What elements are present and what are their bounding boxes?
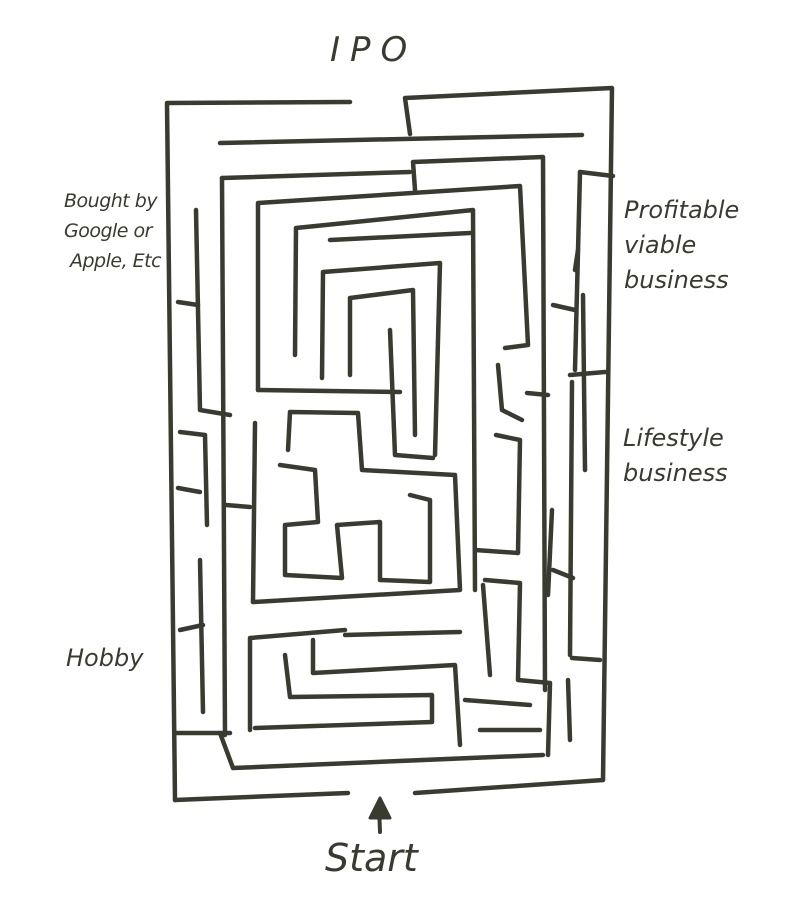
maze-wall (572, 247, 581, 273)
start-arrow-head (368, 796, 392, 820)
maze-wall (310, 637, 463, 748)
lifestyle-line-1: Lifestyle (623, 424, 724, 452)
maze-wall (175, 485, 203, 495)
maze-wall (567, 379, 575, 658)
maze-wall (472, 432, 523, 556)
maze-wall (255, 183, 531, 393)
maze-wall (175, 299, 201, 308)
maze-wall (219, 169, 413, 181)
maze-wall (219, 175, 228, 738)
bought-by-line-2: Google or (64, 220, 152, 242)
maze-wall (524, 390, 551, 398)
maze-wall (387, 327, 436, 461)
profitable-business-label: Profitable viable business (624, 193, 739, 298)
bought-by-line-3: Apple, Etc (70, 250, 162, 272)
bought-by-line-1: Bought by (64, 190, 158, 212)
maze-outer-top-right-wall (402, 85, 615, 783)
maze-wall (565, 677, 573, 743)
maze-wall (277, 462, 433, 585)
maze-wall (410, 154, 548, 693)
maze-wall (342, 629, 463, 638)
maze-wall (217, 132, 585, 146)
maze-wall (495, 362, 525, 423)
maze-outer-bottom-left-wall (172, 790, 351, 803)
bought-by-label: Bought by Google or Apple, Etc (64, 186, 162, 276)
maze-wall (327, 230, 473, 243)
maze-wall (247, 627, 348, 733)
lifestyle-business-label: Lifestyle business (623, 421, 728, 491)
maze-wall (177, 429, 210, 528)
maze-wall (572, 169, 583, 373)
ipo-label: IPO (330, 30, 418, 70)
maze-wall (250, 420, 258, 605)
maze-wall (569, 655, 603, 663)
hobby-label: Hobby (66, 644, 144, 672)
maze-outer-top-left-wall (164, 99, 353, 803)
maze-wall (567, 369, 608, 378)
maze-wall (545, 507, 555, 598)
maze-wall (577, 169, 616, 179)
maze-wall (217, 730, 546, 771)
maze-wall (480, 582, 493, 678)
maze-wall (252, 652, 435, 731)
maze-wall (223, 502, 253, 510)
maze-wall (292, 207, 478, 593)
maze-wall (255, 387, 403, 395)
maze-wall (580, 292, 588, 473)
maze-wall (197, 557, 206, 715)
maze-wall (482, 577, 553, 758)
maze-wall (550, 302, 578, 313)
maze-wall (319, 260, 443, 458)
lifestyle-line-2: business (623, 459, 728, 487)
maze-outer-bottom-right-wall (412, 777, 606, 796)
profitable-line-1: Profitable (624, 196, 740, 224)
profitable-line-2: viable (624, 231, 697, 259)
maze-wall (193, 207, 233, 418)
maze-wall (347, 287, 418, 438)
maze-wall (462, 697, 533, 708)
profitable-line-3: business (624, 266, 729, 294)
maze-wall (250, 409, 463, 605)
start-label: Start (325, 836, 418, 880)
